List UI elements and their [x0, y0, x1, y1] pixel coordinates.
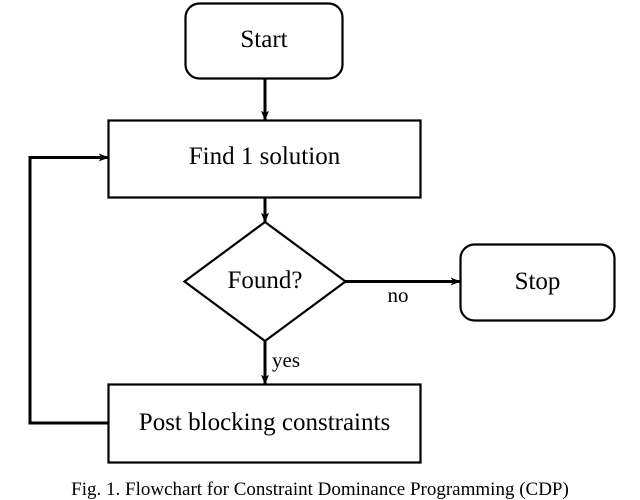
node-find-shape[interactable]	[107, 119, 422, 199]
node-found-shape[interactable]	[182, 220, 348, 343]
node-post-shape[interactable]	[107, 383, 422, 464]
node-start-shape[interactable]	[184, 2, 344, 80]
node-stop-shape[interactable]	[459, 243, 616, 322]
figure-caption: Fig. 1. Flowchart for Constraint Dominan…	[71, 479, 569, 500]
edge-post-to-find-loop	[28, 153, 109, 425]
